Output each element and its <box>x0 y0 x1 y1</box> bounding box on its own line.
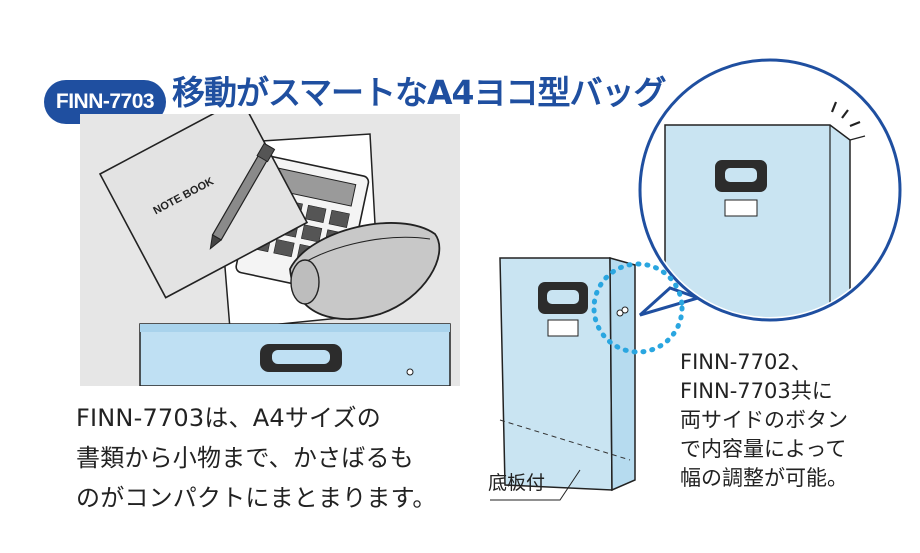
highlight-dotted-circle <box>591 261 685 355</box>
bag-body <box>499 257 636 492</box>
description: FINN-7703は、A4サイズの 書類から小物まで、かさばるも のがコンパクト… <box>76 398 476 518</box>
side-note-line-3: 両サイドのボタン <box>680 408 848 432</box>
side-note-line-2: FINN-7703共に <box>680 379 833 403</box>
zoom-pointer <box>638 286 703 317</box>
notebook-icon: NOTE BOOK <box>98 114 309 299</box>
description-line-1: FINN-7703は、A4サイズの <box>76 404 381 432</box>
description-line-3: のがコンパクトにまとまります。 <box>76 484 437 512</box>
motion-marks <box>830 101 861 128</box>
side-note-line-1: FINN-7702、 <box>680 350 812 374</box>
zoom-circle <box>638 58 902 322</box>
side-note: FINN-7702、 FINN-7703共に 両サイドのボタン で内容量によって… <box>680 348 848 493</box>
side-note-line-5: 幅の調整が可能。 <box>680 466 848 490</box>
side-note-line-4: で内容量によって <box>680 437 847 461</box>
bag-illustration <box>490 58 902 501</box>
bottom-plate-caption: 底板付 <box>488 472 546 494</box>
pouch-icon <box>289 222 441 320</box>
contents-illustration: NOTE BOOK <box>80 114 460 386</box>
bottom-plate-line <box>499 419 631 461</box>
pen-icon <box>209 142 276 250</box>
bag-top-icon <box>139 323 451 386</box>
description-line-2: 書類から小物まで、かさばるも <box>76 444 414 472</box>
headline: 移動がスマートなA4ヨコ型バッグ <box>172 73 667 112</box>
caption-leader-line <box>490 469 581 501</box>
